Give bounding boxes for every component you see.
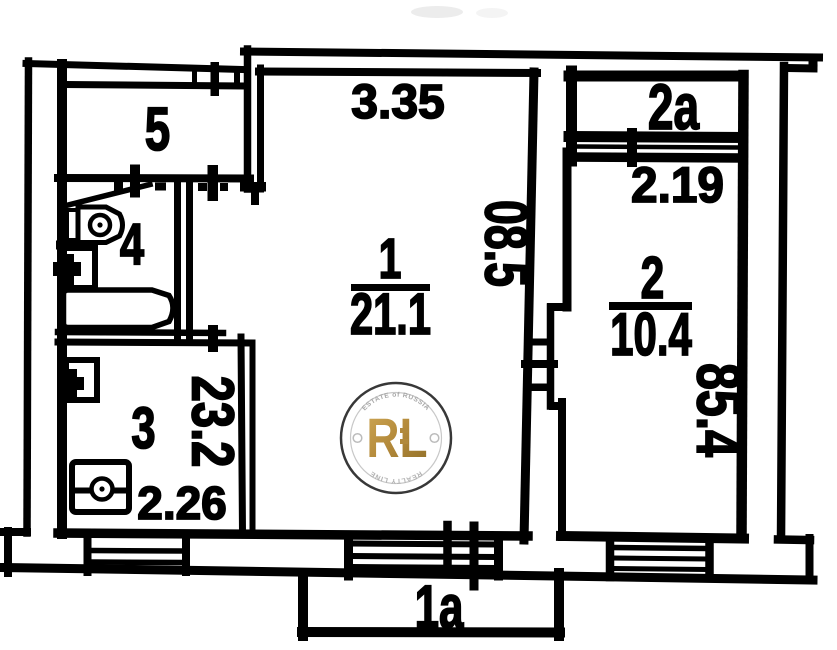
svg-text:08.5: 08.5 bbox=[472, 200, 539, 287]
svg-text:3: 3 bbox=[131, 396, 155, 460]
svg-text:1: 1 bbox=[379, 226, 402, 290]
svg-text:RL: RL bbox=[366, 407, 427, 469]
svg-text:4: 4 bbox=[120, 212, 145, 276]
svg-text:21.1: 21.1 bbox=[350, 281, 431, 347]
svg-text:2: 2 bbox=[641, 244, 665, 311]
svg-text:1a: 1a bbox=[415, 574, 464, 642]
svg-text:2.19: 2.19 bbox=[631, 158, 724, 213]
svg-text:3.35: 3.35 bbox=[351, 76, 444, 129]
svg-text:85.4: 85.4 bbox=[684, 363, 753, 457]
svg-text:2a: 2a bbox=[648, 72, 700, 143]
svg-text:10.4: 10.4 bbox=[610, 301, 692, 368]
svg-text:23.2: 23.2 bbox=[179, 376, 244, 468]
svg-text:5: 5 bbox=[145, 96, 170, 164]
svg-text:2.26: 2.26 bbox=[137, 477, 227, 529]
